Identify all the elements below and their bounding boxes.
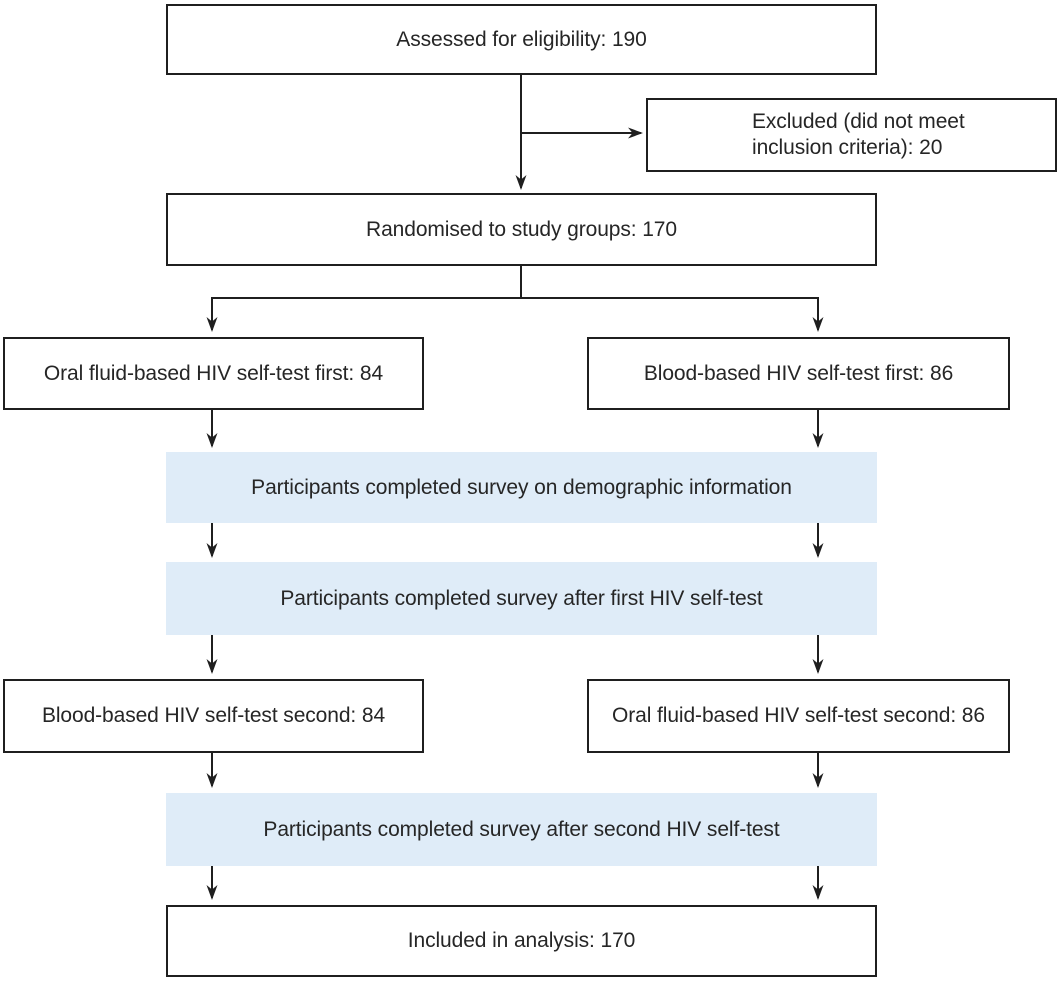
node-survey-after-second-test: Participants completed survey after seco… (166, 793, 877, 866)
node-survey-demographic: Participants completed survey on demogra… (166, 452, 877, 523)
node-survey-after-first-test-label: Participants completed survey after firs… (280, 586, 763, 610)
node-survey-after-first-test: Participants completed survey after firs… (166, 562, 877, 635)
node-survey-demographic-label: Participants completed survey on demogra… (251, 475, 792, 499)
node-blood-test-first-label: Blood-based HIV self-test first: 86 (643, 361, 954, 385)
node-excluded-label: Excluded (did not meet inclusion criteri… (752, 109, 965, 159)
node-included-in-analysis: Included in analysis: 170 (166, 905, 877, 977)
node-randomised-label: Randomised to study groups: 170 (366, 217, 677, 241)
node-blood-test-second-label: Blood-based HIV self-test second: 84 (41, 704, 386, 728)
node-oral-fluid-test-first: Oral fluid-based HIV self-test first: 84 (3, 337, 424, 410)
node-included-in-analysis-label: Included in analysis: 170 (407, 929, 636, 953)
node-blood-test-first: Blood-based HIV self-test first: 86 (587, 337, 1010, 410)
node-survey-after-second-test-label: Participants completed survey after seco… (263, 817, 780, 841)
node-assessed-eligibility: Assessed for eligibility: 190 (166, 4, 877, 75)
node-assessed-eligibility-label: Assessed for eligibility: 190 (396, 27, 647, 51)
node-excluded: Excluded (did not meet inclusion criteri… (646, 98, 1057, 172)
node-oral-fluid-test-second: Oral fluid-based HIV self-test second: 8… (587, 679, 1010, 753)
node-randomised: Randomised to study groups: 170 (166, 193, 877, 266)
node-oral-fluid-test-first-label: Oral fluid-based HIV self-test first: 84 (43, 361, 384, 385)
node-blood-test-second: Blood-based HIV self-test second: 84 (3, 679, 424, 753)
node-oral-fluid-test-second-label: Oral fluid-based HIV self-test second: 8… (612, 704, 985, 728)
